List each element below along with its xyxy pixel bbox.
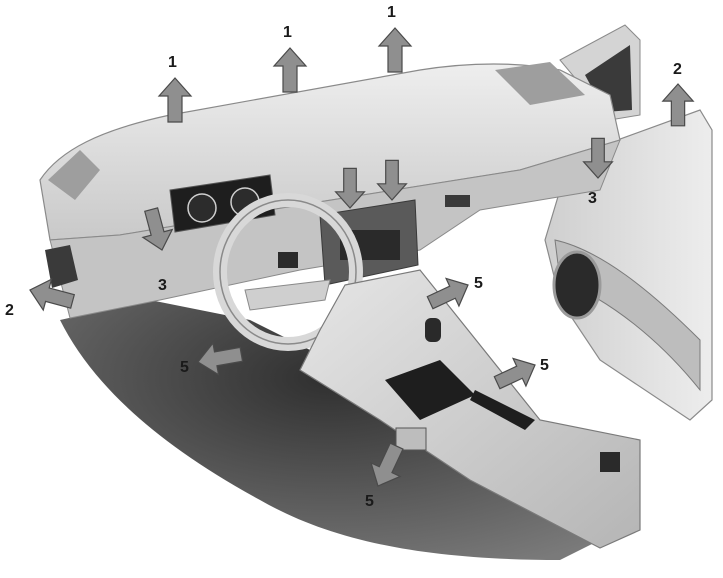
steering-wheel-outline [219, 199, 357, 345]
callout-label-1-left: 1 [168, 54, 177, 71]
callout-label-2-left: 2 [5, 302, 14, 319]
callout-label-5-console: 5 [474, 275, 483, 292]
callout-label-1-center: 1 [387, 4, 396, 21]
side-vent-left-arrow [29, 278, 76, 312]
dash-grille-right [495, 62, 585, 105]
callout-label-3-right: 3 [588, 190, 597, 207]
steering-hub-logo [278, 252, 298, 268]
callout-label-5-rear-right: 5 [540, 357, 549, 374]
windscreen-vent-center-arrow [377, 27, 413, 73]
footwell-rear-right-arrow [493, 357, 536, 390]
gear-knob [425, 318, 441, 342]
door-speaker [552, 250, 602, 320]
rear-console-vent-grille [600, 452, 620, 472]
callout-labels: 1 1 1 2 2 3 3 5 5 5 5 [5, 4, 682, 510]
gear-boot [385, 360, 475, 420]
dash-vent-left-arrow [141, 207, 174, 251]
callout-label-3-left: 3 [158, 277, 167, 294]
side-window-vent-right-arrow [661, 83, 695, 127]
footwell-console-arrow [426, 277, 469, 310]
center-console [299, 269, 641, 549]
rear-console-vent-arrow [370, 442, 404, 487]
footwell-front-left-arrow [197, 341, 244, 376]
center-vent-arrow-a [334, 167, 366, 209]
callout-label-5-rear-console: 5 [365, 493, 374, 510]
dash-vent-right-arrow [582, 137, 614, 179]
speedometer-gauge [187, 193, 217, 223]
callout-label-2-right: 2 [673, 61, 682, 78]
airflow-arrows [29, 27, 695, 487]
callout-label-1-center-left: 1 [283, 24, 292, 41]
console-lower-vent-grille [395, 427, 427, 451]
handbrake [470, 390, 535, 430]
steering-spoke [244, 279, 331, 311]
center-vent-arrow-b [376, 159, 408, 201]
windscreen-vent-left-arrow [157, 77, 193, 123]
left-side-vent [45, 245, 78, 288]
callout-label-5-front-left: 5 [180, 359, 189, 376]
dash-grille-left [48, 150, 100, 200]
footwell-floor [60, 300, 600, 560]
glovebox-vent [445, 195, 470, 207]
windscreen-vent-center-left-arrow [272, 47, 308, 93]
